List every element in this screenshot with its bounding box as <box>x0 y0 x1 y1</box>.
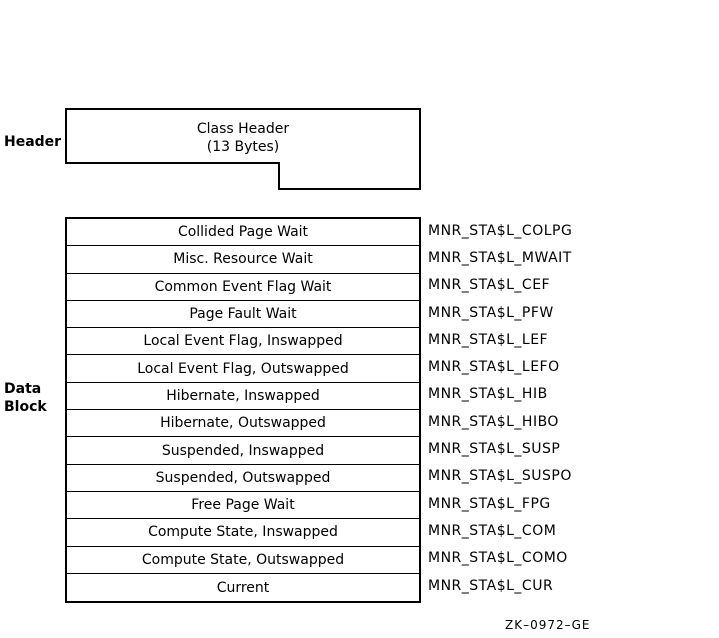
symbol-label: MNR_STA$L_COLPG <box>428 222 573 239</box>
symbol-label: MNR_STA$L_HIBO <box>428 413 559 430</box>
data-block-row: Local Event Flag, Outswapped <box>67 355 419 383</box>
class-header-text: Class Header (13 Bytes) <box>66 120 420 156</box>
symbol-label: MNR_STA$L_LEFO <box>428 359 560 376</box>
data-block-row: Suspended, Inswapped <box>67 437 419 465</box>
class-header-size: (13 Bytes) <box>206 139 280 155</box>
data-block-row: Misc. Resource Wait <box>67 246 419 274</box>
symbol-label: MNR_STA$L_SUSPO <box>428 468 572 485</box>
symbol-label: MNR_STA$L_HIB <box>428 386 548 403</box>
symbol-label: MNR_STA$L_LEF <box>428 331 549 348</box>
symbol-label: MNR_STA$L_SUSP <box>428 441 561 458</box>
data-block-row: Page Fault Wait <box>67 301 419 329</box>
data-block-row: Compute State, Outswapped <box>67 547 419 574</box>
data-block-row: Free Page Wait <box>67 492 419 520</box>
data-block-row: Local Event Flag, Inswapped <box>67 328 419 356</box>
symbol-label: MNR_STA$L_CEF <box>428 277 551 294</box>
data-block-row: Hibernate, Outswapped <box>67 410 419 438</box>
data-block-row: Suspended, Outswapped <box>67 465 419 492</box>
symbol-column: MNR_STA$L_COLPG MNR_STA$L_MWAIT MNR_STA$L_… <box>428 217 572 599</box>
symbol-label: MNR_STA$L_COM <box>428 522 557 539</box>
data-block-row: Compute State, Inswapped <box>67 519 419 547</box>
symbol-label: MNR_STA$L_FPG <box>428 495 551 512</box>
class-header-title: Class Header <box>196 121 290 137</box>
data-block-row: Collided Page Wait <box>67 219 419 247</box>
data-block-side-label: Data Block <box>4 381 47 415</box>
symbol-label: MNR_STA$L_COMO <box>428 550 568 567</box>
header-side-label: Header <box>4 134 62 150</box>
data-block-row: Hibernate, Inswapped <box>67 383 419 411</box>
figure-reference: ZK–0972–GE <box>505 618 591 632</box>
data-block-row: Current <box>216 579 270 596</box>
data-block-row: Common Event Flag Wait <box>67 274 419 301</box>
symbol-label: MNR_STA$L_PFW <box>428 304 554 321</box>
symbol-label: MNR_STA$L_CUR <box>428 577 554 594</box>
symbol-label: MNR_STA$L_MWAIT <box>428 249 572 266</box>
